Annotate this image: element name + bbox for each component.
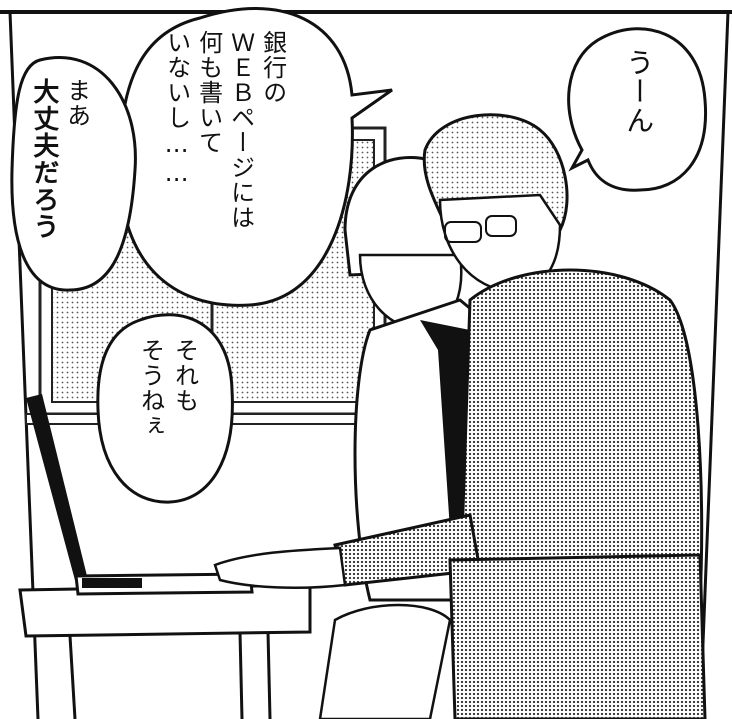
text-bank-col1: 銀行の [258, 30, 287, 105]
laptop [26, 394, 254, 596]
bubble-uun [567, 27, 708, 192]
text-souneee: そうねぇ [136, 338, 165, 438]
text-bank-col3: 何も書いて [194, 30, 223, 155]
man-figure [213, 113, 707, 719]
bubble-soremo [96, 313, 234, 504]
text-bank-col4: いないし…… [162, 30, 191, 188]
panel-right-border [698, 11, 730, 719]
bubble-daijoubu [10, 56, 137, 292]
text-daijoubu: 大丈夫だろう [28, 78, 59, 240]
text-soremo: それも [170, 338, 199, 413]
text-maa: まあ [62, 78, 91, 128]
text-bank-col2: ＷＥＢページには [226, 30, 255, 230]
text-uun: うーん [622, 48, 656, 135]
